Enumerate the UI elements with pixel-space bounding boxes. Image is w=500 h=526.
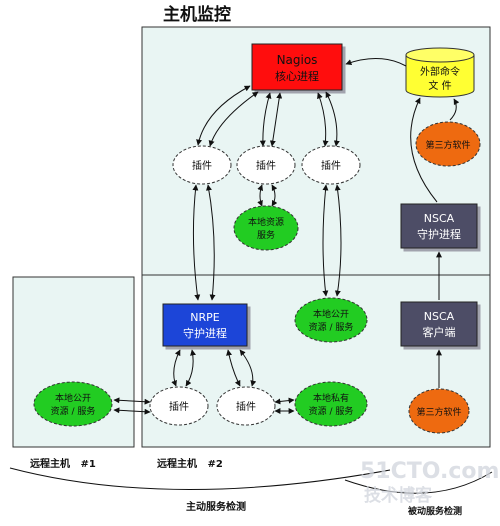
plugin-cloud-top-2: 插件 [236,145,296,185]
remote-host-1-panel [12,276,135,448]
third-party-software-bottom-node: 第三方软件 [408,388,470,434]
arrow-nsca-daemon-extcmd [410,97,438,203]
arrow-plugin2-localres [257,184,263,207]
plugin-label: 插件 [169,400,189,413]
nagios-core-label-2: 核心进程 [275,69,319,83]
nrpe-daemon-node: NRPE 守护进程 [162,303,248,347]
plugin-label: 插件 [192,159,212,172]
arrow-nagios-plugin2-b [269,92,283,147]
arrow-pluginb1-localpubleft [113,397,151,405]
external-command-label-2: 文 件 [428,79,451,92]
nsca-daemon-label-1: NSCA [424,212,455,225]
local-public-resource-mid-node: 本地公开 资源 / 服务 [294,297,368,343]
arrow-nrpe-plugin-b1-b [185,349,196,387]
external-command-file-node: 外部命令 文 件 [405,47,475,98]
arrow-plugin1-nrpe [192,184,201,301]
plugin-cloud-bottom-1: 插件 [149,386,209,426]
external-command-label-1: 外部命令 [420,65,460,78]
local-private-label-2: 资源 / 服务 [309,405,354,417]
nagios-core-node: Nagios 核心进程 [251,43,343,91]
plugin-label: 插件 [236,400,256,413]
third-party-top-label: 第三方软件 [425,139,470,151]
watermark-logo: 51CTO.com 技术博客 [360,459,499,506]
local-resource-label-2: 服务 [257,229,275,241]
connectors [113,58,460,415]
arrow-plugin2-localres-b [271,184,278,207]
arrow-thirdparty-top-extcmd [449,98,460,121]
active-check-brace [9,467,391,490]
local-resource-service-node: 本地资源 服务 [233,205,299,251]
arrow-nagios-plugin3 [317,92,329,147]
arrow-nagios-plugin2 [259,92,272,147]
nrpe-label-1: NRPE [190,311,220,324]
passive-check-label: 被动服务检测 [408,505,462,517]
nrpe-label-2: 守护进程 [183,326,227,340]
arrow-pluginb1-localpubleft-b [113,407,151,415]
arrow-plugin3-localpub [322,184,329,297]
local-private-label-1: 本地私有 [313,392,349,404]
nsca-client-label-1: NSCA [424,310,455,323]
passive-check-brace [344,471,493,494]
local-public-left-label-2: 资源 / 服务 [51,405,96,417]
arrow-plugin3-localpub-b [334,184,342,297]
watermark-line-2: 技术博客 [364,485,433,506]
arrow-nrpe-plugin-b1 [171,349,181,387]
local-public-left-label-1: 本地公开 [55,392,91,404]
plugin-cloud-bottom-2: 插件 [216,386,276,426]
arrow-nrpe-plugin-b2 [226,349,241,387]
nsca-client-node: NSCA 客户端 [400,301,478,347]
remote-host-2-label: 远程主机 #2 [157,457,223,470]
diagram-title: 主机监控 [163,4,231,25]
remote-host-1-label: 远程主机 #1 [30,457,96,470]
arrow-nagios-plugin1-b [208,91,259,147]
local-public-mid-label-1: 本地公开 [313,308,349,320]
plugin-label: 插件 [256,159,276,172]
local-resource-label-1: 本地资源 [248,216,284,228]
arrow-extcmd-nagios [345,58,407,67]
arrow-pluginb2-localpriv [274,397,295,405]
watermark-line-1: 51CTO.com [360,459,499,484]
active-check-label: 主动服务检测 [186,500,246,513]
nsca-daemon-label-2: 守护进程 [417,227,461,241]
arrow-nagios-plugin3-b [325,91,340,147]
local-private-resource-node: 本地私有 资源 / 服务 [294,381,368,427]
plugin-label: 插件 [321,159,341,172]
local-public-mid-label-2: 资源 / 服务 [309,321,354,333]
third-party-software-top-node: 第三方软件 [415,121,481,167]
nsca-daemon-node: NSCA 守护进程 [400,203,478,249]
plugin-cloud-top-1: 插件 [172,145,232,185]
third-party-bottom-label: 第三方软件 [416,406,461,418]
local-public-resource-left-node: 本地公开 资源 / 服务 [33,381,113,427]
arrow-nrpe-plugin-b2-b [239,349,257,387]
plugin-cloud-top-3: 插件 [301,145,361,185]
nagios-core-label-1: Nagios [277,53,318,67]
arrow-plugin1-nrpe-b [206,184,216,301]
nsca-client-label-2: 客户端 [423,325,456,339]
